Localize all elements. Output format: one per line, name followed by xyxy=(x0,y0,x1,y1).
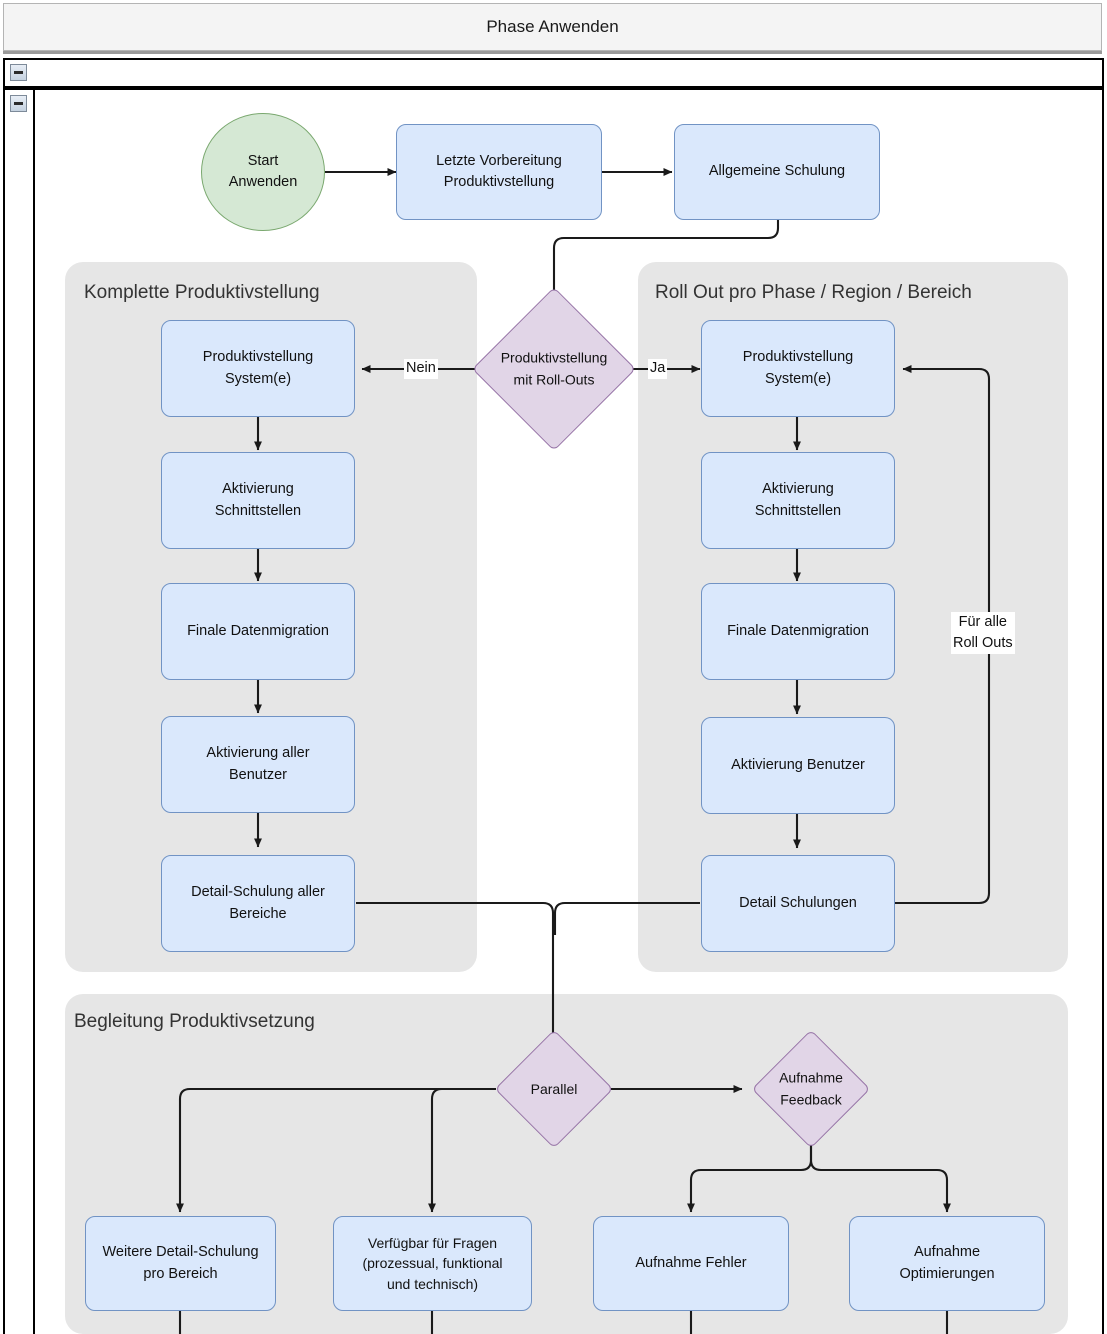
node-label-line2: pro Bereich xyxy=(143,1265,218,1282)
edge-label-nein: Nein xyxy=(404,359,438,379)
node-label-line2: Feedback xyxy=(780,1091,842,1107)
collapse-minus-icon-inner[interactable] xyxy=(10,95,27,112)
node-label-line1: Produktivstellung xyxy=(742,349,854,366)
node-decision-label: Produktivstellung mit Roll-Outs xyxy=(501,347,608,390)
node-label-line2: Anwenden xyxy=(228,174,298,190)
node-label-line1: Aktivierung xyxy=(222,481,294,498)
node-label-line2: Benutzer xyxy=(228,766,288,783)
edge-label-ja: Ja xyxy=(648,359,668,379)
node-label-line2: Bereiche xyxy=(229,905,287,922)
node-k-detail-schulung-aller-bereiche[interactable]: Detail-Schulung aller Bereiche xyxy=(161,855,355,952)
group-title: Komplette Produktivstellung xyxy=(84,282,320,303)
node-label-line1: Finale Datenmigration xyxy=(187,622,329,639)
node-label-line1: Allgemeine Schulung xyxy=(708,163,846,180)
node-label-line2: Produktivstellung xyxy=(443,174,555,190)
node-label-line2: System(e) xyxy=(764,370,832,387)
node-label-line1: Detail-Schulung aller xyxy=(191,884,325,901)
node-decision-parallel-label: Parallel xyxy=(531,1081,578,1097)
node-decision-aufnahme-feedback-label: Aufnahme Feedback xyxy=(779,1067,843,1110)
node-label-line1: Aufnahme xyxy=(779,1069,843,1086)
node-k-produktivstellung-systeme[interactable]: Produktivstellung System(e) xyxy=(161,320,355,417)
node-label-line2: (prozessual, funktional xyxy=(362,1255,503,1272)
node-weitere-detail-schulung-pro-bereich[interactable]: Weitere Detail-Schulung pro Bereich xyxy=(85,1216,276,1311)
node-label-line1: Start xyxy=(247,152,279,169)
node-label-line2: System(e) xyxy=(224,370,292,387)
page-title: Phase Anwenden xyxy=(486,17,619,36)
window-titlebar: Phase Anwenden xyxy=(3,3,1102,51)
node-label-line2: Optimierungen xyxy=(899,1265,995,1282)
node-k-aktivierung-aller-benutzer[interactable]: Aktivierung aller Benutzer xyxy=(161,716,355,813)
node-start-anwenden[interactable]: Start Anwenden xyxy=(201,113,325,231)
edge-label-line2: Roll Outs xyxy=(953,635,1013,652)
node-label-line1: Aufnahme xyxy=(913,1244,981,1261)
node-r-detail-schulungen[interactable]: Detail Schulungen xyxy=(701,855,895,952)
node-label-line3: und technisch) xyxy=(386,1275,479,1292)
node-k-finale-datenmigration[interactable]: Finale Datenmigration xyxy=(161,583,355,680)
node-label-line1: Aktivierung aller xyxy=(206,745,310,762)
edge-label-fuer-alle-roll-outs: Für alle Roll Outs xyxy=(951,612,1015,655)
node-label-line1: Aktivierung Benutzer xyxy=(731,756,865,773)
node-r-finale-datenmigration[interactable]: Finale Datenmigration xyxy=(701,583,895,680)
node-label-line1: Produktivstellung xyxy=(202,349,314,366)
node-label-line2: Schnittstellen xyxy=(214,502,302,519)
node-label-line1: Finale Datenmigration xyxy=(727,622,869,639)
node-aufnahme-optimierungen[interactable]: Aufnahme Optimierungen xyxy=(849,1216,1045,1311)
group-title: Roll Out pro Phase / Region / Bereich xyxy=(655,282,972,303)
node-label-line1: Verfügbar für Fragen xyxy=(367,1235,498,1252)
node-label-line1: Aufnahme Fehler xyxy=(635,1254,747,1271)
node-aufnahme-fehler[interactable]: Aufnahme Fehler xyxy=(593,1216,789,1311)
node-r-aktivierung-schnittstellen[interactable]: Aktivierung Schnittstellen xyxy=(701,452,895,549)
node-label-line2: Schnittstellen xyxy=(754,502,842,519)
collapse-minus-icon-outer[interactable] xyxy=(10,64,27,81)
node-label-line1: Weitere Detail-Schulung xyxy=(102,1244,259,1261)
node-verfuegbar-fuer-fragen[interactable]: Verfügbar für Fragen (prozessual, funkti… xyxy=(333,1216,532,1311)
outer-lane xyxy=(3,58,1104,88)
node-letzte-vorbereitung[interactable]: Letzte Vorbereitung Produktivstellung xyxy=(396,124,602,220)
node-label-line1: Parallel xyxy=(530,1081,578,1097)
titlebar-shadow xyxy=(3,51,1102,54)
node-allgemeine-schulung[interactable]: Allgemeine Schulung xyxy=(674,124,880,220)
node-label-line1: Aktivierung xyxy=(762,481,834,498)
node-label-line1: Produktivstellung xyxy=(500,349,608,366)
lane-gutter xyxy=(5,90,35,1334)
node-label-line1: Letzte Vorbereitung xyxy=(436,152,562,169)
node-r-produktivstellung-systeme[interactable]: Produktivstellung System(e) xyxy=(701,320,895,417)
node-r-aktivierung-benutzer[interactable]: Aktivierung Benutzer xyxy=(701,717,895,814)
group-title: Begleitung Produktivsetzung xyxy=(74,1011,315,1032)
node-label-line1: Detail Schulungen xyxy=(739,894,857,911)
node-k-aktivierung-schnittstellen[interactable]: Aktivierung Schnittstellen xyxy=(161,452,355,549)
edge-label-line1: Für alle xyxy=(958,614,1007,630)
node-label-line2: mit Roll-Outs xyxy=(513,371,595,387)
